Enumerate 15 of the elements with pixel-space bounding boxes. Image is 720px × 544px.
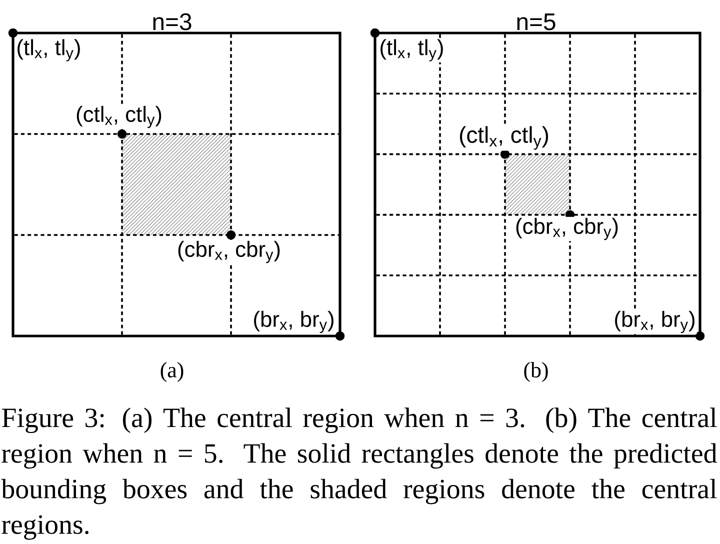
coordinate-label: (cbr$_{x}$, cbr$_{y}$)	[514, 216, 620, 242]
shaded-region	[505, 154, 570, 215]
coordinate-label: (ctl$_{x}$, ctl$_{y}$)	[458, 125, 550, 151]
coordinate-label: (ctl$_{x}$, ctl$_{y}$)	[74, 104, 164, 130]
panel-title: n=3	[153, 13, 192, 30]
coordinate-label: (br$_{x}$, br$_{y}$)	[612, 310, 697, 334]
shaded-region	[122, 134, 231, 235]
figure-caption: Figure 3: (a) The central region when n = 3. (b) The central region when n = 5. The solid rectangles denote the predicted bounding boxes and the shaded regions denote the central regions.	[1, 408, 717, 540]
coordinate-label: (tl$_{x}$, tl$_{y}$)	[378, 38, 446, 62]
coordinate-label: (tl$_{x}$, tl$_{y}$)	[15, 38, 82, 62]
panel-title: n=5	[517, 14, 556, 30]
coordinate-label: (cbr$_{x}$, cbr$_{y}$)	[176, 240, 282, 264]
subfigure-label: (b)	[524, 362, 548, 382]
subfigure-label: (a)	[160, 362, 184, 382]
coordinate-label: (br$_{x}$, br$_{y}$)	[252, 310, 336, 334]
